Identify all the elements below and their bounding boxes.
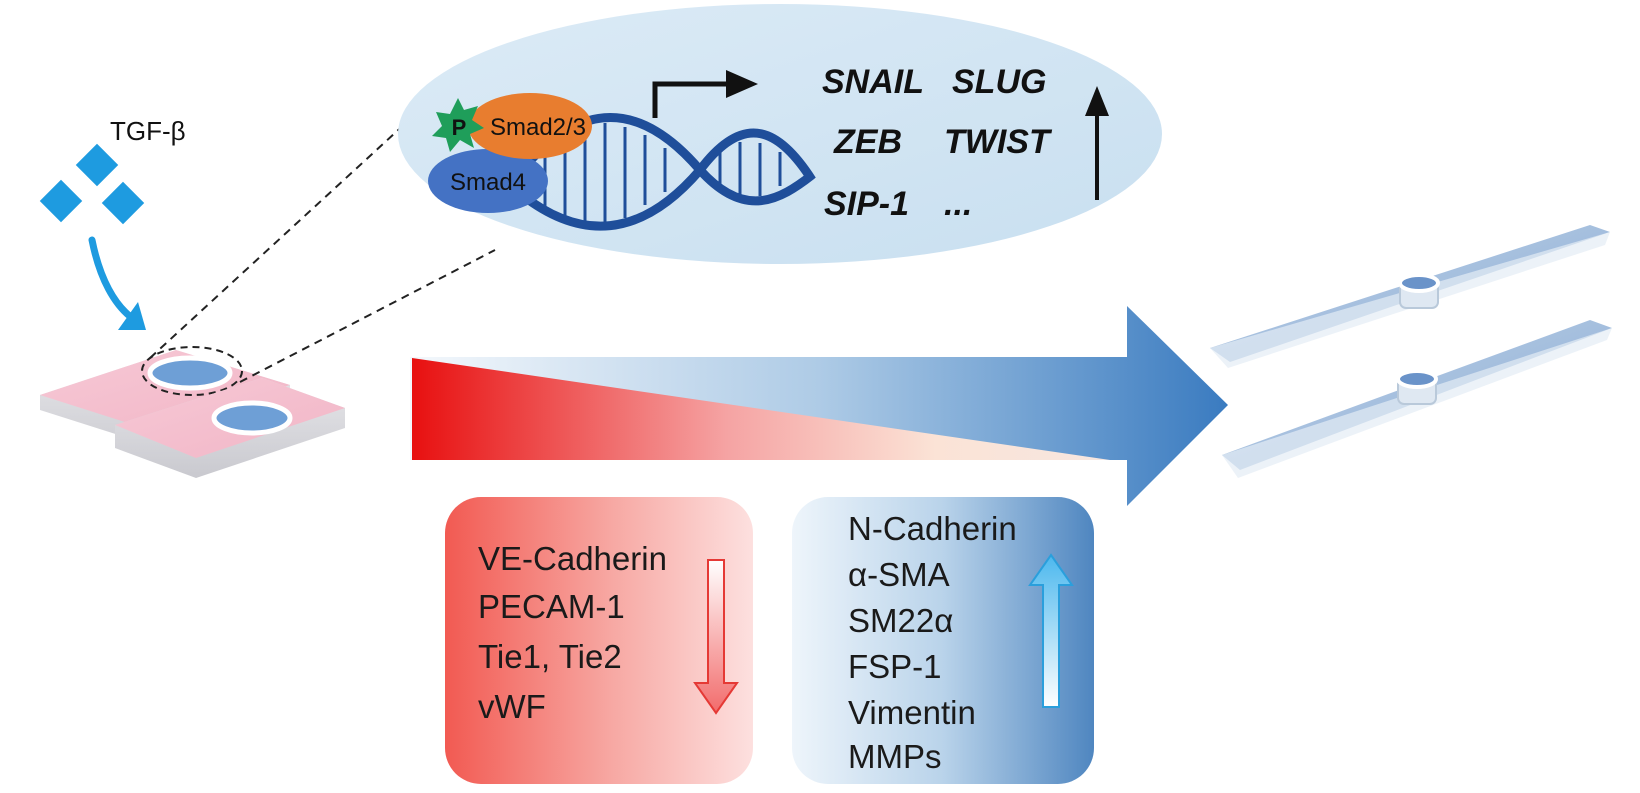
down-arrow-icon <box>693 559 739 715</box>
gene-more: ... <box>944 185 972 223</box>
red-gradient-wedge <box>412 358 1110 460</box>
gene-list: SNAIL SLUG ZEB TWIST SIP-1 ... <box>822 63 1053 223</box>
zoom-lines <box>149 109 496 383</box>
marker-fsp1: FSP-1 <box>848 648 942 685</box>
well-front <box>211 400 293 436</box>
culture-dish-front <box>115 378 345 478</box>
marker-vwf: vWF <box>478 688 546 725</box>
endothelial-marker-box: VE-Cadherin PECAM-1 Tie1, Tie2 vWF <box>445 497 753 784</box>
mesenchymal-cells <box>1210 225 1612 478</box>
marker-pecam1: PECAM-1 <box>478 588 625 625</box>
marker-ve-cadherin: VE-Cadherin <box>478 540 667 577</box>
marker-n-cadherin: N-Cadherin <box>848 510 1017 547</box>
marker-mmps: MMPs <box>848 738 942 775</box>
zoom-circle <box>141 346 243 396</box>
ligand-diamond-2 <box>39 179 83 223</box>
ligand-diamond-3 <box>101 181 145 225</box>
nucleus-bubble: Smad4 Smad2/3 P SNAIL SLUG ZEB TWIST SIP… <box>398 4 1162 264</box>
smad4-protein <box>428 149 548 213</box>
well-back <box>147 355 233 391</box>
transcription-arrow-icon <box>652 70 758 118</box>
gene-snail: SNAIL <box>822 63 924 101</box>
ligand-diamond-1 <box>75 143 119 187</box>
gene-twist: TWIST <box>944 123 1053 161</box>
up-arrow-icon <box>1028 553 1074 708</box>
tgf-beta-label: TGF-β <box>110 116 186 146</box>
mesenchymal-marker-box: N-Cadherin α-SMA SM22α FSP-1 Vimentin MM… <box>792 497 1094 784</box>
smad-complex: Smad4 Smad2/3 P <box>428 93 592 213</box>
transition-arrow <box>410 306 1228 506</box>
curved-arrow-icon <box>88 236 146 330</box>
tgf-beta-ligand-icon <box>39 143 145 225</box>
mesenchymal-cell-top <box>1210 225 1610 368</box>
gene-slug: SLUG <box>952 63 1046 101</box>
marker-alpha-sma: α-SMA <box>848 556 950 593</box>
phospho-label: P <box>452 115 467 140</box>
gene-sip1: SIP-1 <box>824 185 909 223</box>
mesenchymal-cell-bottom <box>1222 320 1612 478</box>
culture-dishes <box>40 346 345 478</box>
phospho-star-icon <box>432 98 484 152</box>
marker-sm22alpha: SM22α <box>848 602 953 639</box>
smad23-label: Smad2/3 <box>490 114 586 141</box>
gene-zeb: ZEB <box>833 123 902 161</box>
marker-tie1-tie2: Tie1, Tie2 <box>478 638 622 675</box>
tgf-beta-group: TGF-β <box>39 116 186 330</box>
culture-dish-back <box>40 346 290 445</box>
smad23-protein <box>468 93 592 159</box>
smad4-label: Smad4 <box>450 169 526 196</box>
marker-vimentin: Vimentin <box>848 694 976 731</box>
gene-up-arrow-icon <box>1085 86 1109 200</box>
